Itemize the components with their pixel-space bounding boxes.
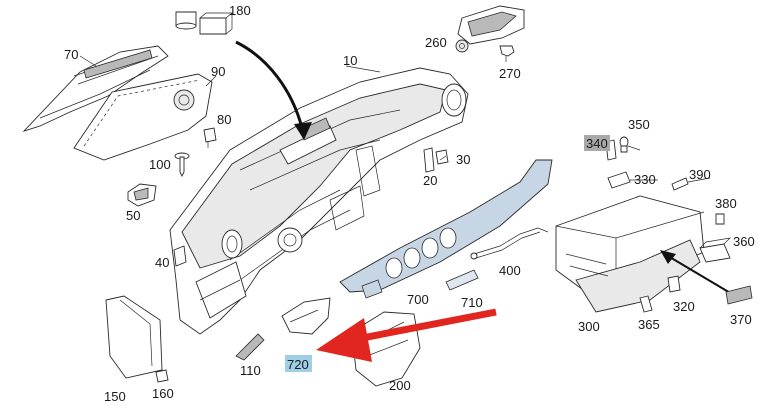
callout-70: 70 — [64, 47, 78, 62]
part-160-clip — [155, 369, 169, 383]
callout-400: 400 — [499, 263, 521, 278]
part-80-clip — [203, 127, 217, 148]
callout-150: 150 — [104, 389, 126, 404]
part-70-top-trim — [22, 45, 169, 132]
part-300-glovebox — [555, 195, 705, 313]
part-50-cover — [127, 183, 157, 207]
callout-380: 380 — [715, 196, 737, 211]
part-30-clip — [435, 149, 449, 165]
part-360-box — [699, 237, 732, 263]
callout-370: 370 — [730, 312, 752, 327]
callout-720: 720 — [287, 357, 309, 372]
part-320-clip — [667, 275, 681, 293]
part-20-clip — [423, 147, 435, 173]
part-710-insert — [445, 269, 479, 291]
callout-10: 10 — [343, 53, 357, 68]
black-pointer-arrow-top — [235, 40, 312, 140]
callout-100: 100 — [149, 157, 171, 172]
callout-200: 200 — [389, 378, 411, 393]
callout-20: 20 — [423, 173, 437, 188]
callout-390: 390 — [689, 167, 711, 182]
callout-270: 270 — [499, 66, 521, 81]
callout-360: 360 — [733, 234, 755, 249]
part-90-insulation-mat — [73, 73, 213, 161]
leader-lines — [79, 55, 711, 183]
part-400-cable — [470, 227, 549, 260]
part-365-screw — [639, 295, 653, 313]
callout-160: 160 — [152, 386, 174, 401]
part-350-bulb — [619, 136, 629, 153]
part-720-cover — [281, 297, 331, 335]
part-110-bracket — [235, 333, 265, 361]
callout-320: 320 — [673, 299, 695, 314]
callout-40: 40 — [155, 255, 169, 270]
part-180-block — [199, 12, 233, 35]
highlight-720 — [285, 355, 312, 372]
red-pointer-arrow — [316, 308, 497, 362]
callout-300: 300 — [578, 319, 600, 334]
highlight-340 — [584, 135, 610, 151]
part-330-switch — [607, 171, 631, 189]
callout-260: 260 — [425, 35, 447, 50]
black-pointer-arrow-right — [660, 250, 733, 295]
callout-330: 330 — [634, 172, 656, 187]
callout-340: 340 — [586, 136, 608, 151]
part-370-switch — [725, 285, 753, 305]
callout-700: 700 — [407, 292, 429, 307]
part-10-dashboard-carrier — [169, 67, 469, 335]
part-700-decor-trim — [339, 159, 553, 299]
callout-50: 50 — [126, 208, 140, 223]
part-270-clip — [499, 45, 515, 62]
part-150-side-trim — [105, 295, 163, 379]
callout-90: 90 — [211, 64, 225, 79]
part-380-screw — [715, 213, 725, 225]
callout-350: 350 — [628, 117, 650, 132]
callout-710: 710 — [461, 295, 483, 310]
part-260-display — [455, 5, 525, 53]
part-390-pin — [671, 177, 689, 191]
part-40-clip — [173, 245, 187, 267]
callout-30: 30 — [456, 152, 470, 167]
callout-110: 110 — [240, 363, 261, 378]
callout-365: 365 — [638, 317, 660, 332]
part-top-cylinder — [175, 11, 197, 30]
callout-180: 180 — [229, 3, 251, 18]
callout-80: 80 — [217, 112, 231, 127]
part-100-screw — [174, 152, 190, 178]
